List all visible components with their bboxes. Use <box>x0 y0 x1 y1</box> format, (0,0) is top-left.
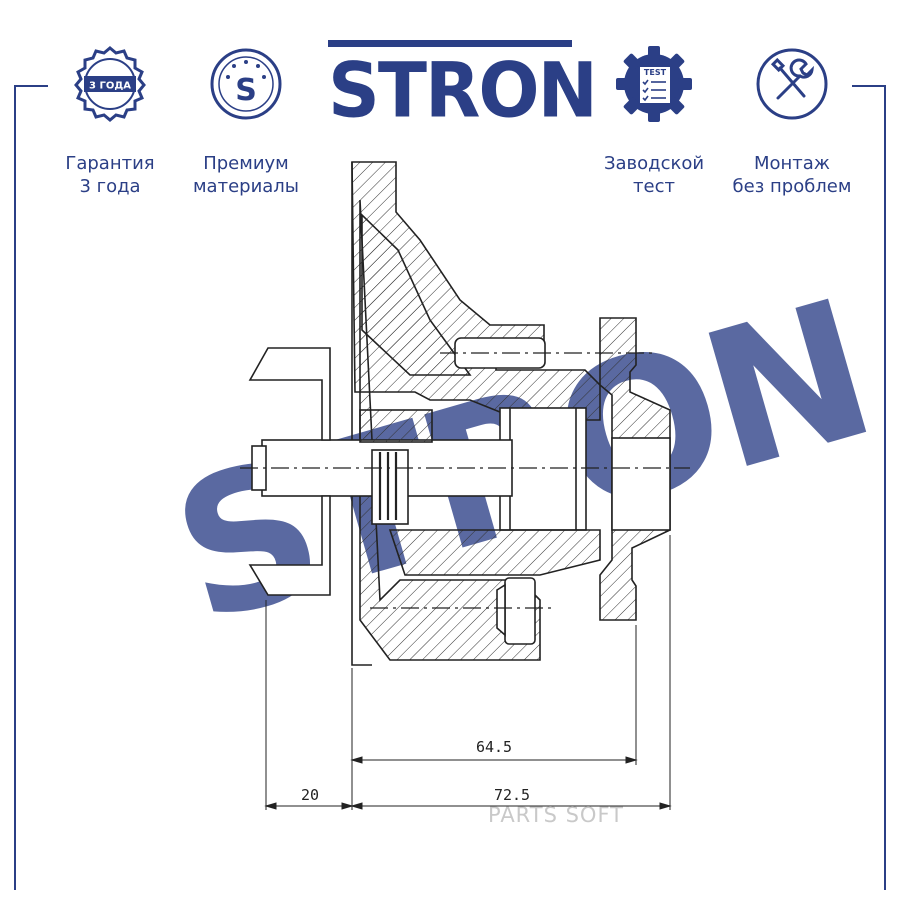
badge-factory-test: TEST Заводской тест <box>594 44 714 198</box>
centerlines <box>240 352 690 609</box>
brand-logo: STRON <box>328 40 598 135</box>
badge-warranty-label: Гарантия 3 года <box>65 153 155 197</box>
logo-text: STRON <box>328 45 598 135</box>
wrench-screwdriver-icon <box>756 48 828 120</box>
badge-warranty: 3 ГОДА Гарантия 3 года <box>50 44 170 198</box>
warranty-seal-text: 3 ГОДА <box>89 81 131 92</box>
source-watermark: PARTS SOFT <box>488 803 624 827</box>
badge-premium: S Премиум материалы <box>186 44 306 198</box>
frame-top-right <box>852 85 886 87</box>
factory-test-text: TEST <box>644 68 667 77</box>
logo-bar <box>328 40 572 47</box>
frame-top-left <box>14 85 48 87</box>
dim-hub-to-flange: 64.5 <box>476 738 512 756</box>
premium-s-text: S <box>235 73 257 108</box>
factory-test-gear-icon: TEST <box>616 46 692 122</box>
badge-installation: Монтаж без проблем <box>732 44 852 198</box>
frame-left <box>14 85 16 890</box>
frame-right <box>884 85 886 890</box>
dim-overall-length: 72.5 <box>494 786 530 804</box>
warranty-seal-icon: 3 ГОДА <box>74 46 146 122</box>
premium-s-icon: S <box>210 48 282 120</box>
pump-housing <box>248 161 671 666</box>
badge-factory-test-label: Заводской тест <box>603 153 705 197</box>
badge-premium-label: Премиум материалы <box>192 153 300 197</box>
badge-installation-label: Монтаж без проблем <box>732 153 852 197</box>
dim-impeller-offset: 20 <box>301 786 319 804</box>
dimension-lines <box>264 535 672 810</box>
